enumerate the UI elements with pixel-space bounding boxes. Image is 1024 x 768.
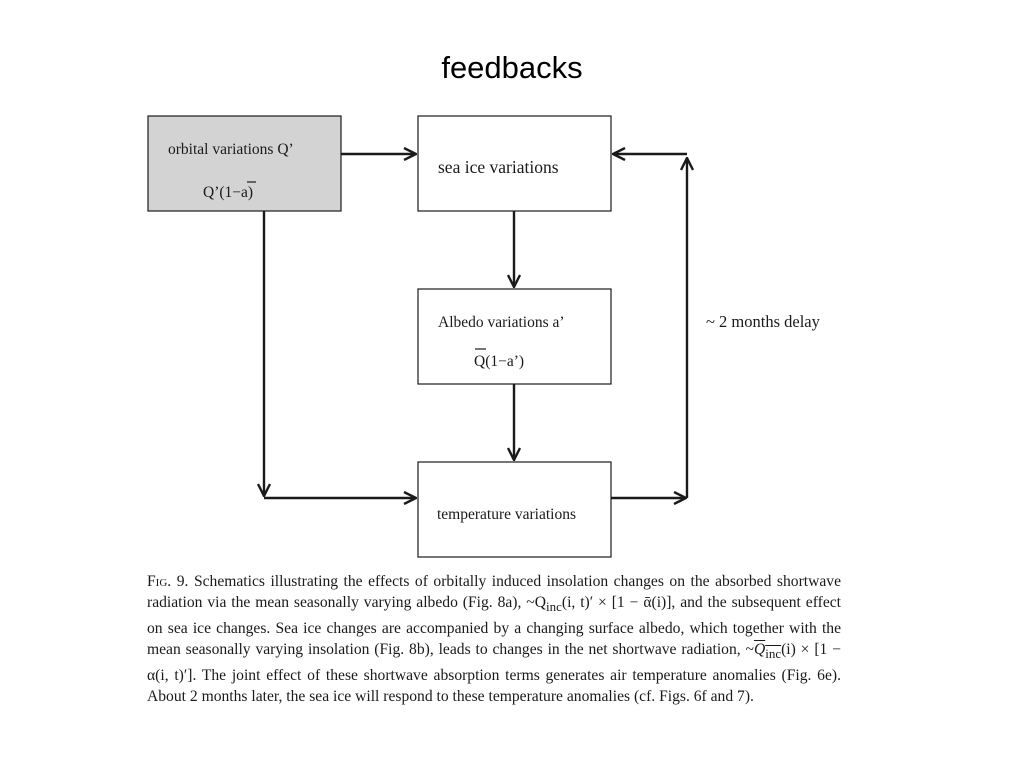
slide-title: feedbacks	[441, 50, 583, 85]
albedo-line2: Q(1−a’)	[474, 353, 524, 370]
caption-text-b: (i, t)′ × [1 − ᾱ(i)], and the subsequent…	[147, 594, 841, 659]
caption-text-a: Schematics illustrating the effects of o…	[147, 573, 841, 612]
temperature-label: temperature variations	[437, 506, 576, 523]
orbital-line2: Q’(1−a)	[203, 184, 253, 201]
delay-label: ~ 2 months delay	[706, 312, 821, 331]
caption-sub-inc-a: inc	[545, 599, 562, 615]
temperature-variations-box: temperature variations	[417, 461, 612, 558]
caption-q-inc: Qinc	[753, 641, 782, 662]
figure-caption: Fig. 9. Schematics illustrating the effe…	[147, 571, 841, 708]
albedo-variations-box: Albedo variations a’ Q(1−a’)	[417, 288, 612, 385]
sea-ice-variations-box: sea ice variations	[417, 115, 612, 212]
orbital-variations-box: orbital variations Q’ Q’(1−a)	[147, 115, 342, 212]
caption-q-symbol: Q	[753, 641, 766, 659]
orbital-line1: orbital variations Q’	[168, 141, 294, 158]
fig-label: Fig. 9.	[147, 573, 189, 590]
caption-sub-inc-b: inc	[765, 646, 782, 662]
sea-ice-label: sea ice variations	[438, 157, 559, 177]
caption-text-c: (i) × [1 − α(i, t)′]. The joint effect o…	[147, 641, 841, 706]
albedo-line1: Albedo variations a’	[438, 314, 565, 331]
